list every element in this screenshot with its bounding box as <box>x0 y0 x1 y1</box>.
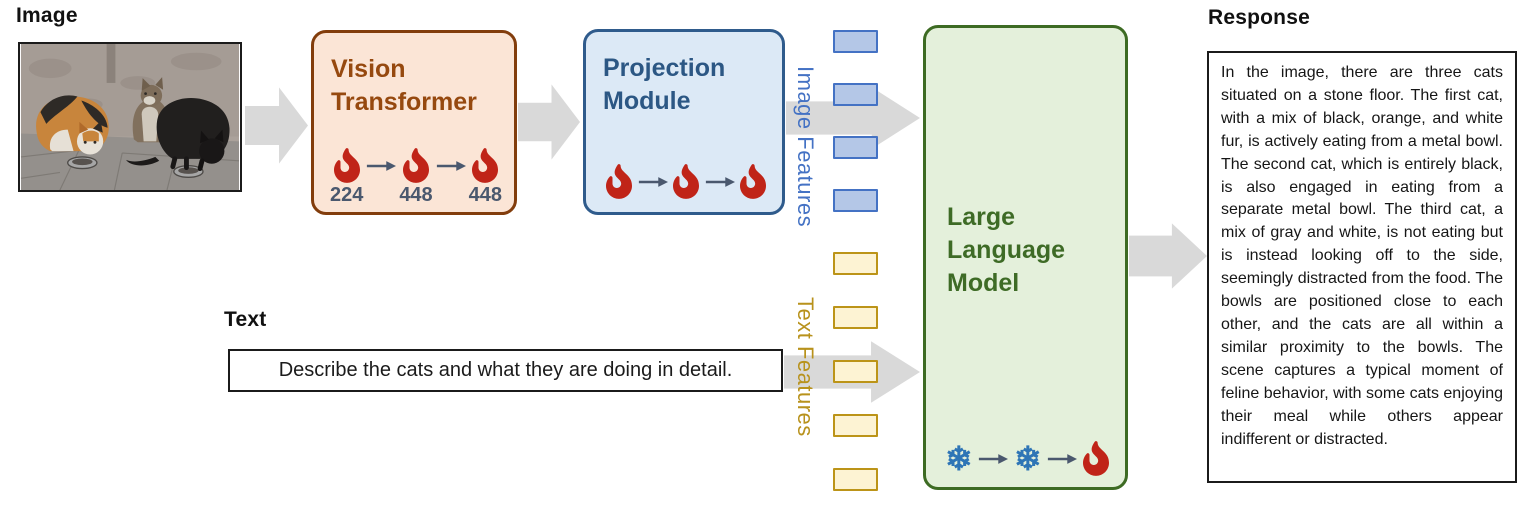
input-image-thumbnail <box>18 42 242 192</box>
arrow-right-icon <box>638 176 668 188</box>
arrow-right-icon <box>705 176 735 188</box>
large-language-model-box: Large Language Model ❄ ❄ <box>923 25 1128 490</box>
projection-training-icons <box>606 164 766 199</box>
flow-arrow-image-to-vit <box>245 85 308 166</box>
vit-stage-resolution: 448 <box>468 184 502 206</box>
vision-transformer-title: Vision Transformer <box>331 55 477 116</box>
vit-training-icons: 224 448 448 <box>330 148 502 207</box>
cat-right <box>126 98 230 172</box>
image-section-label: Image <box>16 4 78 27</box>
snowflake-icon: ❄ <box>1014 440 1042 477</box>
projection-module-title: Projection Module <box>603 54 726 115</box>
flow-arrow-projection-to-llm <box>786 86 920 150</box>
flow-arrow-vit-to-projection <box>518 82 580 162</box>
vit-stage-1: 224 <box>330 148 363 207</box>
response-text: In the image, there are three cats situa… <box>1221 64 1503 448</box>
bowl-left <box>67 156 98 170</box>
image-features-label: Image Features <box>793 66 818 228</box>
fire-icon <box>334 148 360 183</box>
prompt-text-box: Describe the cats and what they are doin… <box>228 349 783 392</box>
fire-icon <box>740 164 766 199</box>
vit-stage-3: 448 <box>469 148 502 207</box>
fire-icon <box>472 148 498 183</box>
flow-arrow-llm-to-response <box>1129 222 1207 290</box>
arrow-right-icon <box>1047 453 1077 465</box>
vision-transformer-box: Vision Transformer 224 448 448 <box>311 30 517 215</box>
snowflake-icon: ❄ <box>945 440 973 477</box>
arrow-right-icon <box>366 160 396 172</box>
text-feature-token <box>833 360 878 383</box>
arrow-right-icon <box>436 160 466 172</box>
response-section-label: Response <box>1208 6 1310 29</box>
image-feature-token <box>833 30 878 53</box>
text-section-label: Text <box>224 308 267 331</box>
vit-stage-resolution: 224 <box>330 184 364 206</box>
text-feature-token <box>833 306 878 329</box>
text-feature-token <box>833 252 878 275</box>
prompt-text: Describe the cats and what they are doin… <box>278 359 733 381</box>
text-feature-token <box>833 468 878 491</box>
arrow-right-icon <box>978 453 1008 465</box>
cats-photo <box>20 44 240 190</box>
image-feature-token <box>833 83 878 106</box>
vit-stage-2: 448 <box>399 148 433 207</box>
cat-left <box>36 95 109 155</box>
response-text-box: In the image, there are three cats situa… <box>1207 51 1517 483</box>
projection-module-box: Projection Module <box>583 29 785 215</box>
cat-middle <box>132 77 169 143</box>
llm-training-icons: ❄ ❄ <box>945 441 1109 476</box>
large-language-model-title: Large Language Model <box>947 203 1066 297</box>
image-feature-token <box>833 189 878 212</box>
fire-icon <box>403 148 429 183</box>
vit-stage-resolution: 448 <box>399 184 433 206</box>
fire-icon <box>606 164 632 199</box>
fire-icon <box>1083 441 1109 476</box>
text-features-label: Text Features <box>793 297 818 437</box>
fire-icon <box>673 164 699 199</box>
text-feature-token <box>833 414 878 437</box>
image-feature-token <box>833 136 878 159</box>
